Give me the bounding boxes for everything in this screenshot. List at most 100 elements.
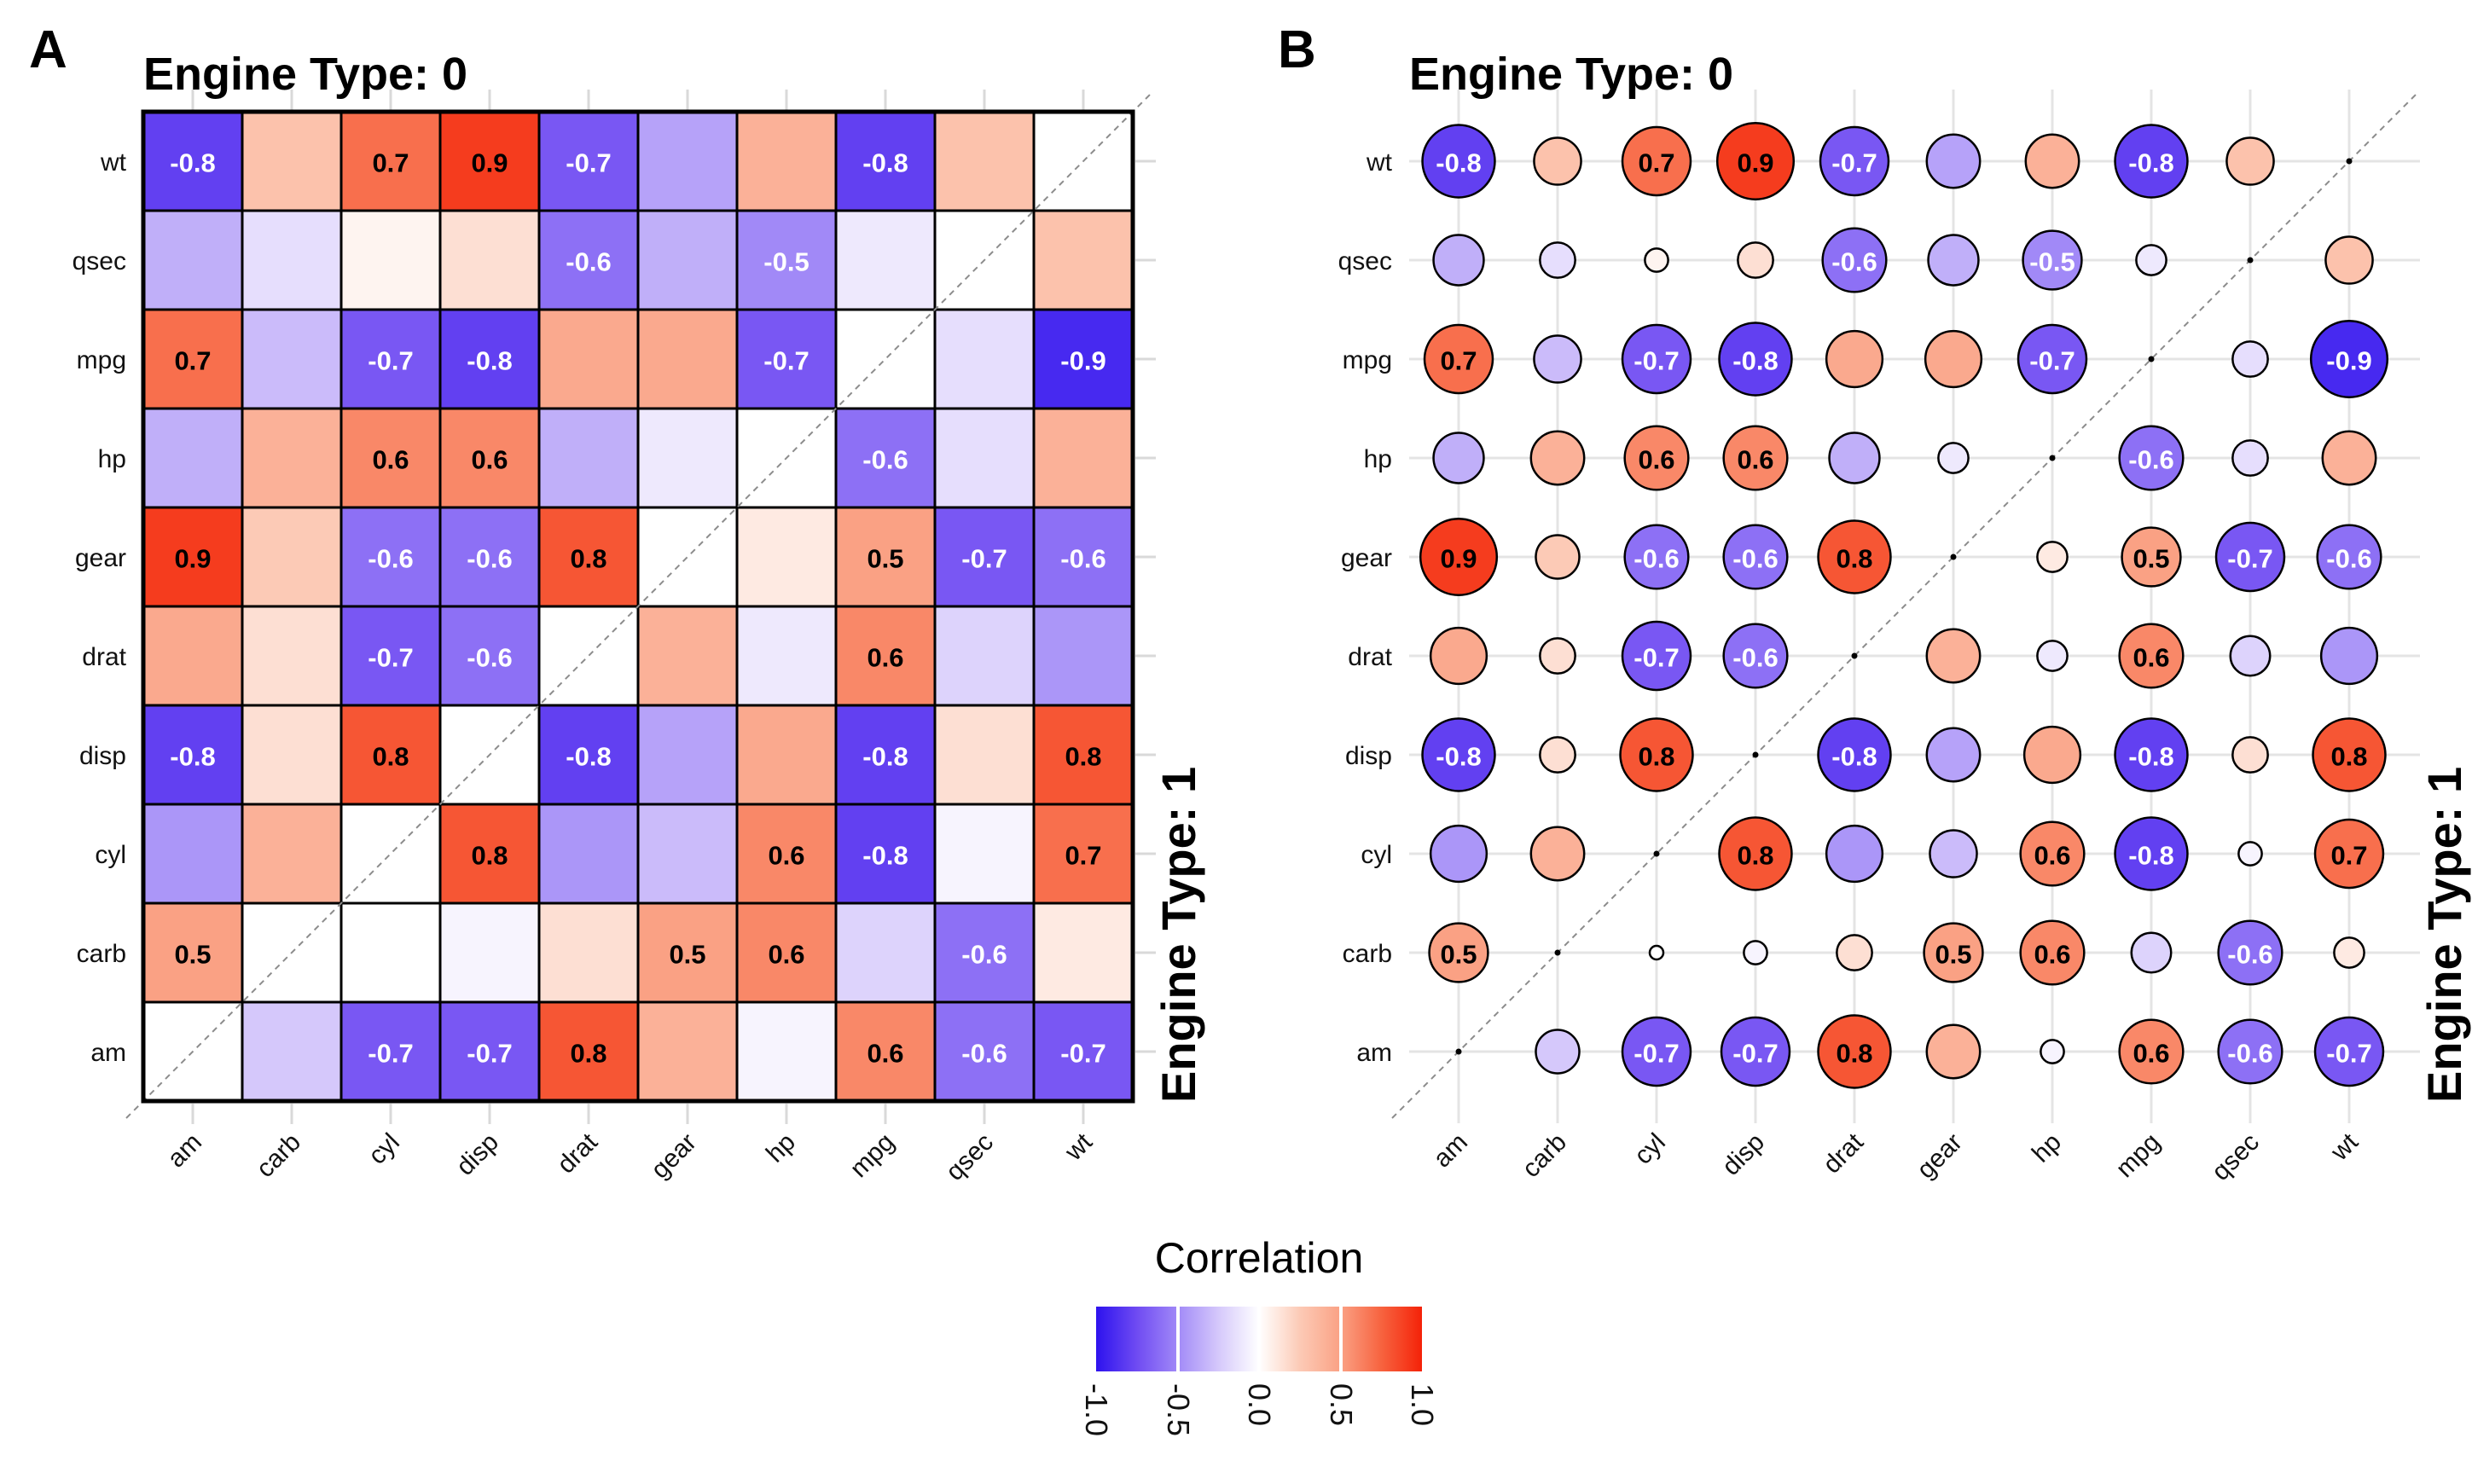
corr-value-label: 0.6 [2034, 940, 2070, 970]
heatmap-cell-cyl-hp [735, 803, 838, 905]
corr-circle-wt-mpg [2114, 124, 2189, 199]
corr-value-label: -0.6 [1633, 544, 1679, 574]
corr-value-label: 0.7 [1638, 148, 1674, 178]
legend-tick-label-0.5: 0.5 [1323, 1383, 1359, 1427]
diagonal-dot [1455, 1048, 1462, 1055]
corr-circle-mpg-gear [1924, 329, 1983, 389]
corr-value-label: -0.6 [2227, 1039, 2272, 1069]
corr-circle-qsec-disp [1737, 241, 1774, 279]
heatmap-cell-cyl-qsec [933, 803, 1036, 905]
corr-circle-wt-qsec [2225, 136, 2275, 186]
corr-value-label: 0.5 [2133, 544, 2169, 574]
corr-circle-am-gear [1925, 1023, 1982, 1080]
corr-circle-mpg-carb [1533, 334, 1582, 384]
heatmap-cell-wt-drat [537, 110, 640, 212]
corr-circle-disp-carb [1539, 736, 1576, 774]
corr-value-label: 0.8 [1065, 742, 1101, 772]
corr-value-label: 0.5 [1935, 940, 1971, 970]
corr-circle-gear-mpg [2121, 526, 2182, 588]
heatmap-cell-cyl-carb [241, 803, 343, 905]
corr-value-label: -0.7 [1831, 148, 1877, 178]
corr-value-label: 0.7 [372, 148, 409, 178]
corr-circle-cyl-disp [1718, 816, 1793, 891]
y-axis-label-am: am [1356, 1039, 1392, 1067]
heatmap-cell-am-carb [241, 1000, 343, 1103]
corr-value-label: -0.6 [1732, 544, 1778, 574]
heatmap-cell-gear-am [142, 506, 244, 608]
y-axis-label-cyl: cyl [1361, 841, 1392, 869]
corr-value-label: -0.7 [1633, 1039, 1679, 1069]
heatmap-cell-wt-gear [636, 110, 739, 212]
corr-circle-qsec-drat [1821, 227, 1888, 293]
heatmap-cell-disp-cyl [339, 704, 442, 806]
heatmap-cell-cyl-am [142, 803, 244, 905]
y-axis-label-carb: carb [1343, 940, 1392, 968]
corr-value-label: -0.6 [368, 544, 413, 574]
corr-circle-wt-hp [2024, 133, 2080, 189]
legend-tick-label--1.0: -1.0 [1079, 1383, 1114, 1437]
corr-value-label: 0.6 [2133, 643, 2169, 673]
panel-b-title: Engine Type: 0 [1409, 49, 1734, 100]
heatmap-cell-mpg-gear [636, 308, 739, 410]
corr-value-label: 0.8 [570, 1039, 606, 1069]
x-axis-label-qsec: qsec [2207, 1128, 2265, 1186]
diagonal-dot [1752, 751, 1759, 758]
heatmap-cell-hp-qsec [933, 407, 1036, 509]
y-axis-label-drat: drat [82, 643, 126, 671]
x-axis-label-disp: disp [1717, 1128, 1770, 1181]
corr-circle-qsec-carb [1539, 241, 1576, 279]
corr-value-label: -0.8 [2128, 841, 2173, 871]
heatmap-cell-carb-cyl [339, 901, 442, 1004]
corr-circle-gear-cyl [1623, 524, 1690, 590]
heatmap-cell-carb-qsec [933, 901, 1036, 1004]
corr-circle-cyl-wt [2313, 818, 2385, 890]
corr-value-label: -0.6 [2227, 940, 2272, 970]
corr-value-label: -0.8 [1436, 742, 1481, 772]
corr-value-label: -0.7 [2227, 544, 2272, 574]
x-axis-label-hp: hp [761, 1128, 801, 1168]
corr-value-label: 0.8 [570, 544, 606, 574]
corr-value-label: -0.7 [1633, 346, 1679, 376]
corr-circle-mpg-cyl [1621, 323, 1692, 395]
heatmap-cell-mpg-cyl [339, 308, 442, 410]
heatmap-cell-hp-am [142, 407, 244, 509]
corr-circle-am-wt [2313, 1016, 2385, 1087]
corr-value-label: -0.7 [368, 643, 413, 673]
corr-value-label: -0.9 [2326, 346, 2371, 376]
panel-border [141, 109, 1135, 1104]
x-axis-label-wt: wt [2325, 1127, 2365, 1167]
corr-circle-disp-qsec [2231, 736, 2269, 774]
corr-circle-carb-disp [1743, 940, 1768, 965]
corr-value-label: 0.5 [174, 940, 211, 970]
x-axis-label-am: am [162, 1128, 207, 1174]
corr-value-label: -0.7 [2326, 1039, 2371, 1069]
corr-circle-hp-disp [1722, 425, 1789, 491]
heatmap-cell-mpg-carb [241, 308, 343, 410]
corr-circle-cyl-qsec [2237, 841, 2263, 867]
corr-circle-carb-gear [1923, 922, 1984, 983]
corr-value-label: -0.5 [763, 247, 809, 277]
heatmap-cell-disp-gear [636, 704, 739, 806]
corr-circle-gear-hp [2036, 541, 2069, 573]
corr-value-label: -0.6 [566, 247, 611, 277]
corr-value-label: -0.7 [368, 346, 413, 376]
heatmap-cell-am-hp [735, 1000, 838, 1103]
heatmap-cell-am-disp [438, 1000, 541, 1103]
corr-value-label: -0.7 [1060, 1039, 1105, 1069]
diagonal-dot [2247, 257, 2254, 264]
heatmap-cell-am-drat [537, 1000, 640, 1103]
identity-diagonal [1391, 94, 2417, 1119]
corr-circle-wt-cyl [1621, 125, 1692, 197]
corr-value-label: -0.6 [2326, 544, 2371, 574]
corr-circle-cyl-carb [1529, 826, 1586, 882]
diagonal-dot [1653, 850, 1660, 857]
corr-circle-cyl-drat [1825, 824, 1884, 884]
corr-value-label: -0.8 [2128, 148, 2173, 178]
corr-circle-mpg-hp [2016, 323, 2088, 395]
corr-value-label: 0.9 [471, 148, 508, 178]
y-axis-label-gear: gear [75, 544, 126, 572]
x-axis-label-am: am [1428, 1128, 1473, 1174]
corr-circle-am-drat [1817, 1014, 1892, 1089]
